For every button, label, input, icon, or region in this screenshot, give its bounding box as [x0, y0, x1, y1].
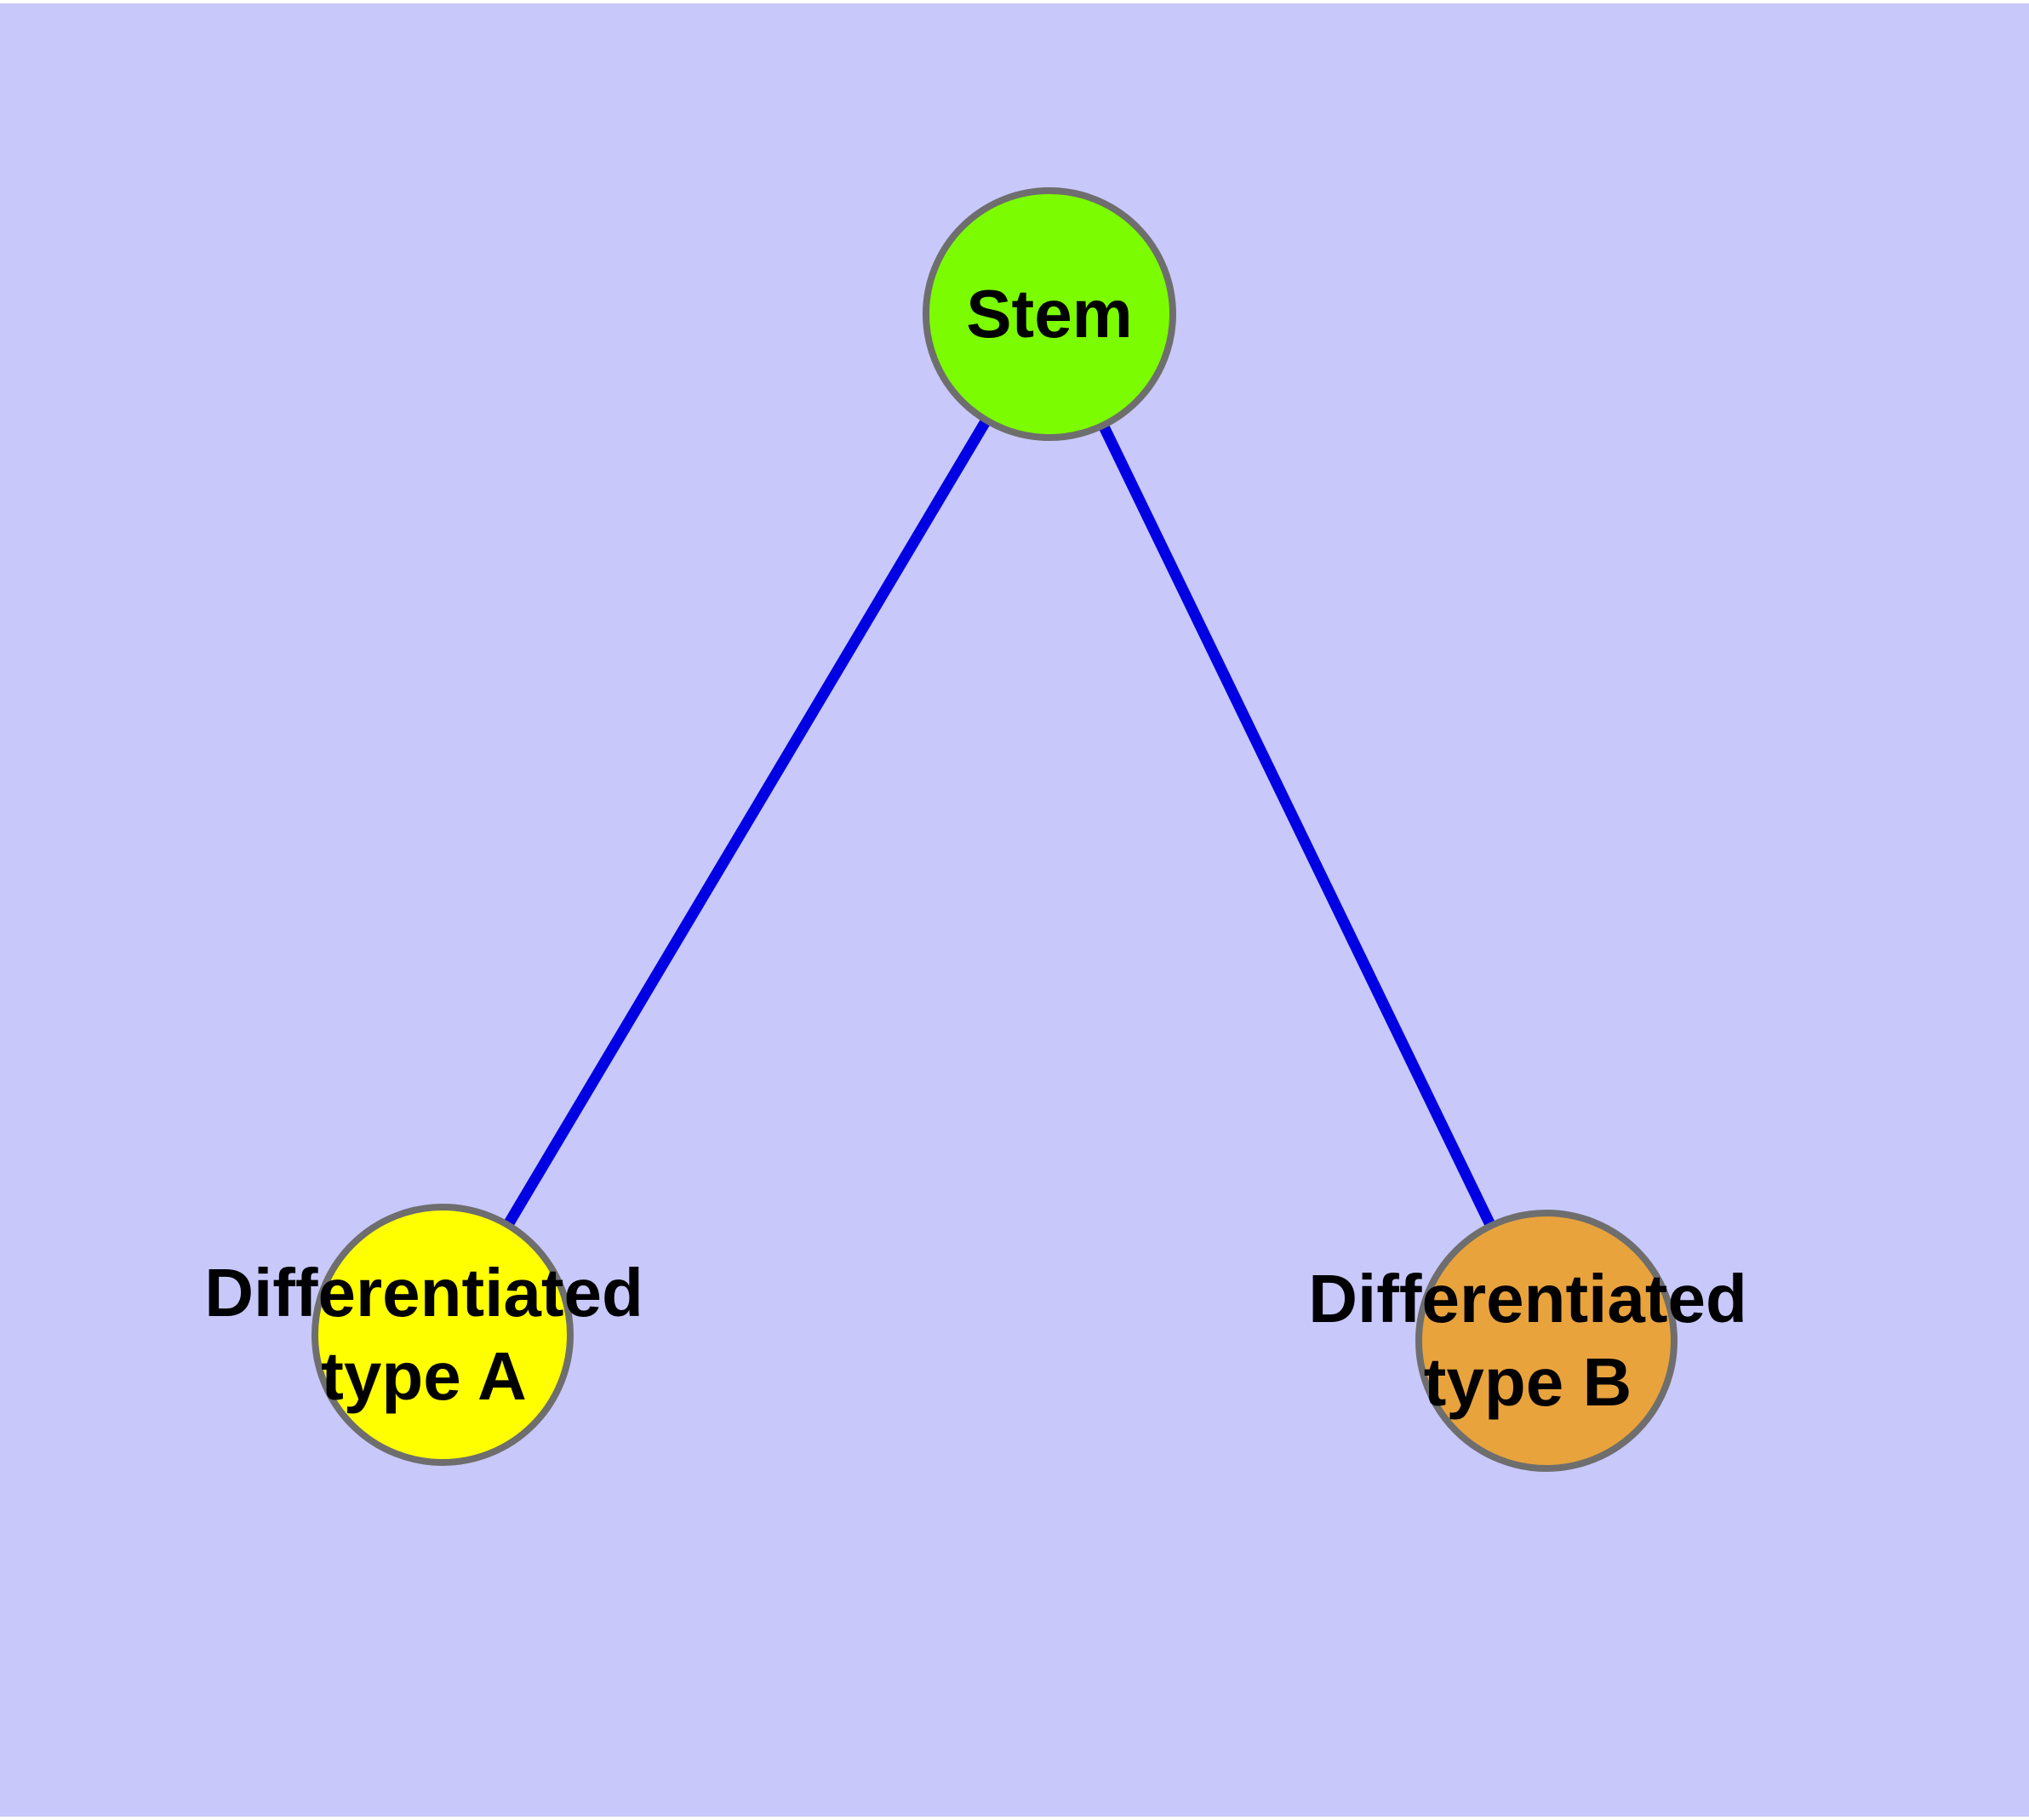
graph-node-label-line: Differentiated: [1308, 1261, 1747, 1336]
graph-node-label-stem: Stem: [966, 276, 1133, 352]
graph-node-label-diff_b: Differentiated type B: [1308, 1261, 1747, 1420]
edges-layer: [437, 311, 1552, 1343]
graph-node-label-line: type B: [1424, 1344, 1632, 1420]
nodes-layer: [311, 187, 1677, 1472]
graph-node-diff_a[interactable]: [311, 1204, 574, 1466]
graph-node-label-line: Stem: [966, 276, 1133, 352]
graph-edge-stem-diff_a[interactable]: [437, 311, 1055, 1338]
graph-node-label-line: Differentiated: [204, 1255, 643, 1331]
graph-node-diff_b[interactable]: [1415, 1210, 1677, 1472]
graph-node-stem[interactable]: [923, 187, 1176, 441]
graph-edge-stem-diff_b[interactable]: [1044, 312, 1552, 1343]
graph-node-label-line: type A: [321, 1338, 527, 1414]
